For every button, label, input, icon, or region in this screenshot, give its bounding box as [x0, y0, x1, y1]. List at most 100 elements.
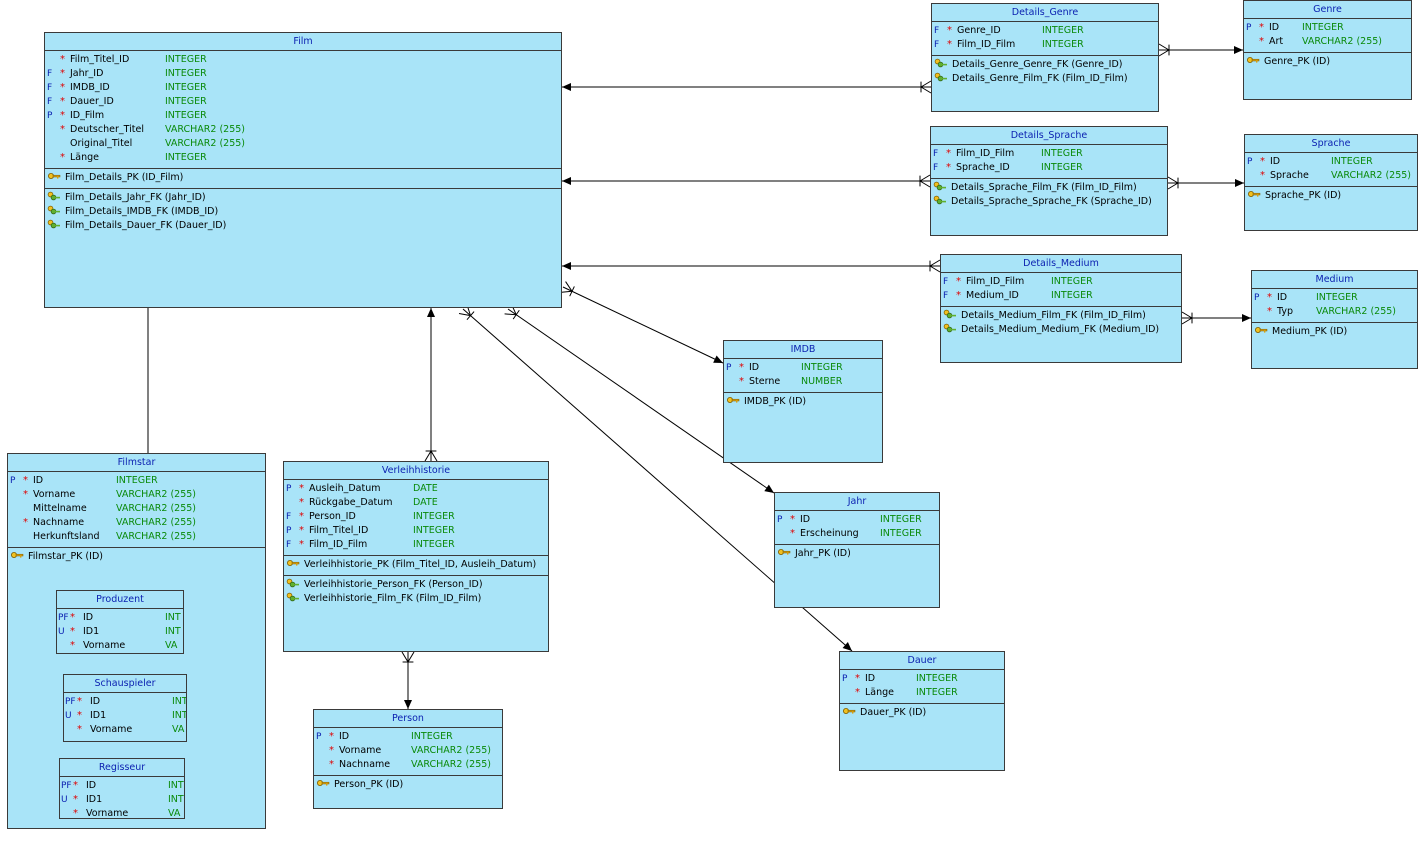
foreign-key-row[interactable]: Details_Genre_Film_FK (Film_ID_Film) [932, 72, 1158, 86]
entity-title[interactable]: Film [45, 33, 561, 51]
primary-key-row[interactable]: Medium_PK (ID) [1252, 325, 1417, 339]
entity-title[interactable]: Genre [1244, 1, 1411, 19]
entity-title[interactable]: Details_Sprache [931, 127, 1167, 145]
primary-key-row[interactable]: Verleihhistorie_PK (Film_Titel_ID, Ausle… [284, 558, 548, 572]
entity-title[interactable]: Details_Medium [941, 255, 1181, 273]
primary-key-row[interactable]: Dauer_PK (ID) [840, 706, 1004, 720]
primary-key-row[interactable]: Sprache_PK (ID) [1245, 189, 1417, 203]
entity-title[interactable]: Medium [1252, 271, 1417, 289]
foreign-key-row[interactable]: Film_Details_Dauer_FK (Dauer_ID) [45, 219, 561, 233]
entity-title[interactable]: Regisseur [60, 759, 184, 777]
foreign-key-row[interactable]: Details_Medium_Medium_FK (Medium_ID) [941, 323, 1181, 337]
entity-title[interactable]: Filmstar [8, 454, 265, 472]
foreign-key-row[interactable]: Details_Sprache_Sprache_FK (Sprache_ID) [931, 195, 1167, 209]
primary-key-row[interactable]: IMDB_PK (ID) [724, 395, 882, 409]
foreign-key-row[interactable]: Film_Details_IMDB_FK (IMDB_ID) [45, 205, 561, 219]
primary-key-row[interactable]: Jahr_PK (ID) [775, 547, 939, 561]
foreign-key-row[interactable]: Details_Genre_Genre_FK (Genre_ID) [932, 58, 1158, 72]
entity-title[interactable]: Details_Genre [932, 4, 1158, 22]
entity-title[interactable]: IMDB [724, 341, 882, 359]
entity-title[interactable]: Produzent [57, 591, 183, 609]
foreign-key-row[interactable]: Film_Details_Jahr_FK (Jahr_ID) [45, 191, 561, 205]
primary-key-row[interactable]: Filmstar_PK (ID) [8, 550, 265, 564]
entity-title[interactable]: Dauer [840, 652, 1004, 670]
entity-title[interactable]: Person [314, 710, 502, 728]
foreign-key-row[interactable]: Details_Medium_Film_FK (Film_ID_Film) [941, 309, 1181, 323]
entity-title[interactable]: Sprache [1245, 135, 1417, 153]
entity-title[interactable]: Jahr [775, 493, 939, 511]
foreign-key-row[interactable]: Verleihhistorie_Film_FK (Film_ID_Film) [284, 592, 548, 606]
primary-key-row[interactable]: Film_Details_PK (ID_Film) [45, 171, 561, 185]
entity-title[interactable]: Verleihhistorie [284, 462, 548, 480]
foreign-key-row[interactable]: Details_Sprache_Film_FK (Film_ID_Film) [931, 181, 1167, 195]
entity-title[interactable]: Schauspieler [64, 675, 186, 693]
primary-key-row[interactable]: Genre_PK (ID) [1244, 55, 1411, 69]
foreign-key-row[interactable]: Verleihhistorie_Person_FK (Person_ID) [284, 578, 548, 592]
primary-key-row[interactable]: Person_PK (ID) [314, 778, 502, 792]
